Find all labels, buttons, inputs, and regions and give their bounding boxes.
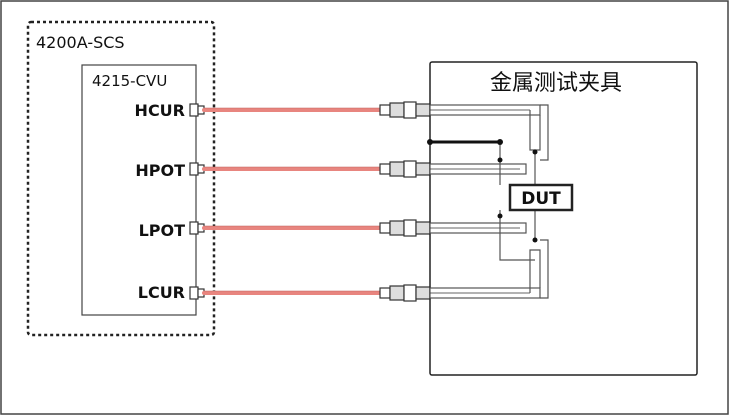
port-label-hcur: HCUR <box>135 101 185 120</box>
port-label-lcur: LCUR <box>138 283 185 302</box>
module-box <box>81 64 197 316</box>
module-connectors <box>189 103 205 300</box>
connector-hcur-fixture <box>379 101 431 119</box>
port-label-lpot: LPOT <box>139 221 186 240</box>
instrument-box <box>26 20 216 337</box>
dut-box <box>508 183 574 212</box>
connector-hcur-module <box>189 103 199 117</box>
instrument-label: 4200A-SCS <box>36 33 125 52</box>
dut-label: DUT <box>521 189 561 209</box>
junction-dots <box>427 139 538 243</box>
fixture-wiring <box>429 104 549 299</box>
port-label-hpot: HPOT <box>135 161 185 180</box>
connector-lcur-fixture <box>379 284 431 302</box>
fixture-label: 金属测试夹具 <box>490 71 622 96</box>
connector-lpot-module <box>189 221 199 235</box>
module-label: 4215-CVU <box>92 72 167 90</box>
connector-hpot-module <box>189 162 199 176</box>
fixture-connectors <box>379 101 431 302</box>
connector-lpot-fixture <box>379 219 431 237</box>
fixture-box <box>429 61 698 376</box>
cables <box>202 107 382 295</box>
connector-hpot-fixture <box>379 160 431 178</box>
connector-lcur-module <box>189 286 199 300</box>
